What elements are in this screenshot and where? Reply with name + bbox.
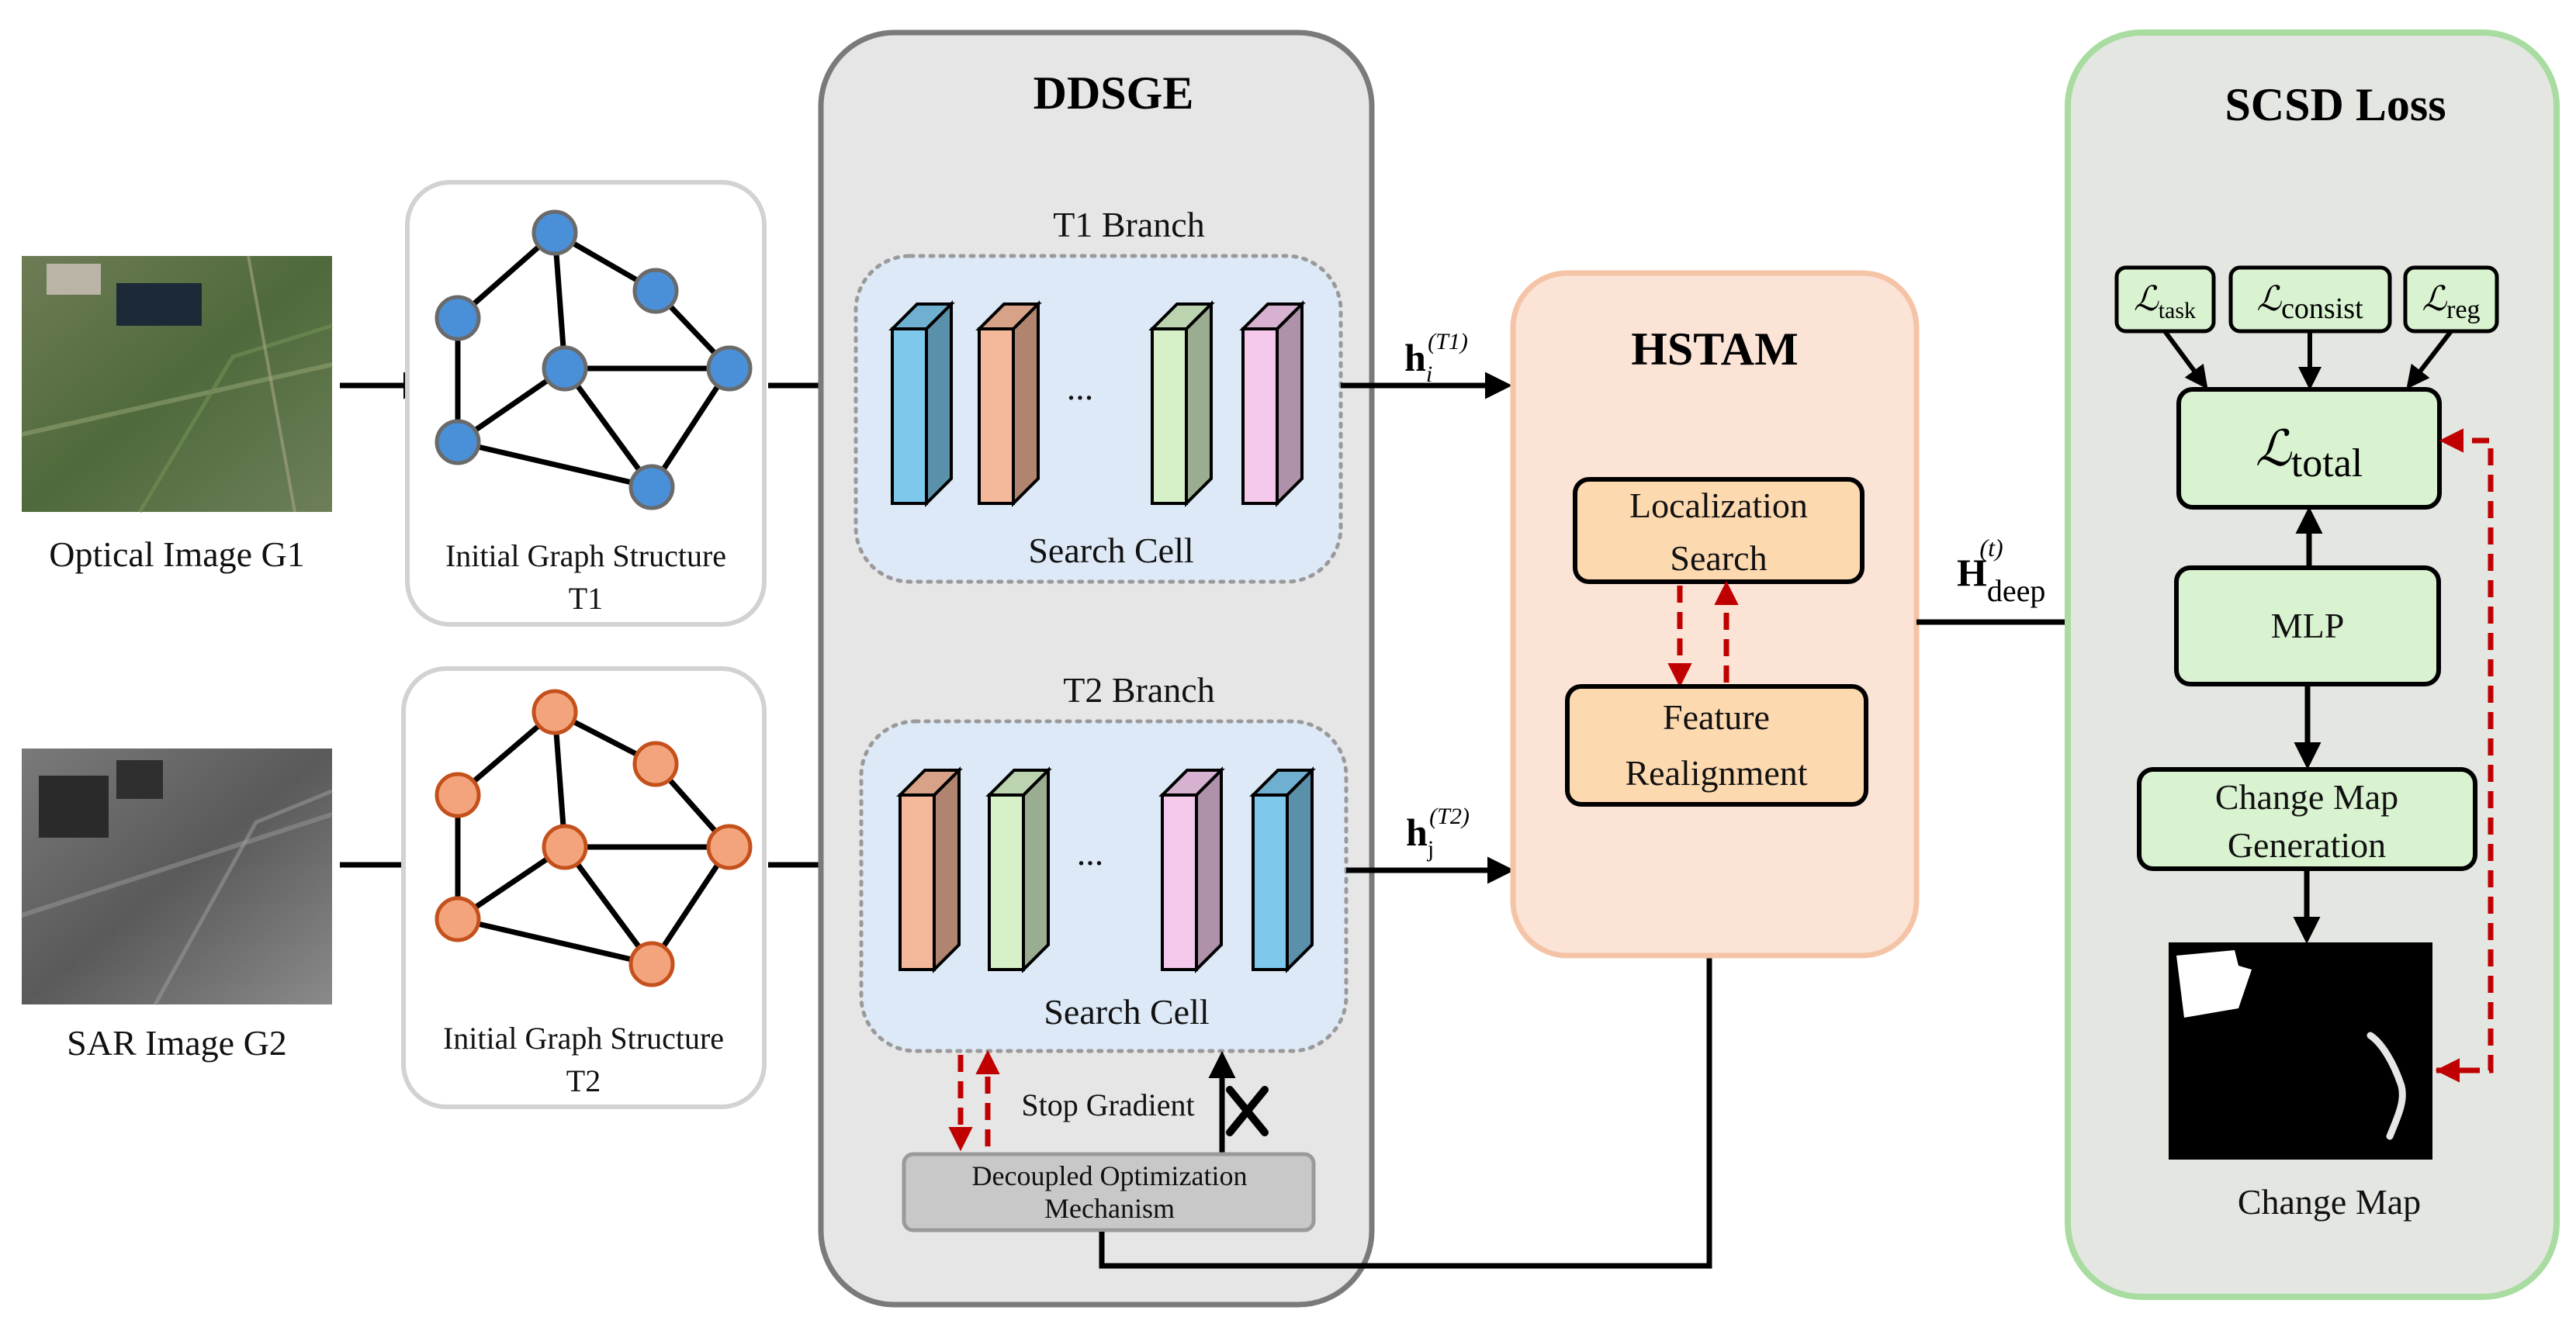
t1-feature-block	[1148, 300, 1215, 507]
optical-image	[21, 255, 333, 513]
scsd-loss-module: SCSD Loss ℒtask ℒconsist ℒreg ℒtotal MLP…	[2065, 29, 2560, 1300]
scsd-title: SCSD Loss	[2225, 79, 2446, 130]
graph2-node	[632, 741, 679, 787]
arrow-reg-to-total	[2406, 330, 2453, 389]
graph1-node	[435, 295, 481, 341]
t2-feature-block	[1158, 766, 1225, 973]
graph-structure-t2: Initial Graph Structure T2	[401, 666, 767, 1109]
loss-total-sub: total	[2291, 441, 2363, 486]
ddsge-title: DDSGE	[1034, 67, 1194, 119]
hstam-title: HSTAM	[1631, 323, 1799, 375]
hi-sup: (T1)	[1428, 329, 1468, 354]
H-sup: (t)	[1979, 534, 2003, 562]
graph2-label-line1: Initial Graph Structure	[443, 1021, 724, 1056]
hstam-module: HSTAM Localization Search Feature Realig…	[1510, 270, 1920, 959]
t1-feature-block	[1239, 300, 1306, 507]
H-deep-label: Hdeep (t)	[1957, 534, 2045, 608]
t1-search-cell-label: Search Cell	[1028, 531, 1193, 570]
graph2-label-line2: T2	[566, 1063, 601, 1098]
t2-branch-box	[859, 719, 1349, 1053]
t2-ellipsis: ...	[1077, 833, 1104, 873]
loss-reg-sub: reg	[2446, 296, 2480, 324]
loss-total-label: ℒtotal	[2256, 421, 2363, 486]
t2-feature-block	[985, 766, 1052, 973]
H-main: H	[1957, 551, 1987, 594]
hj-sub: j	[1427, 836, 1434, 862]
feature-line2: Realignment	[1625, 753, 1807, 793]
feature-realignment-box	[1565, 684, 1868, 807]
graph1-node	[542, 345, 588, 392]
hj-main: h	[1406, 811, 1428, 854]
loss-consist-L: ℒ	[2256, 280, 2282, 318]
t2-feature-block	[1249, 766, 1316, 973]
t2-search-cell-label: Search Cell	[1044, 992, 1209, 1032]
arrow-task-to-total	[2162, 330, 2208, 389]
loss-task-sub: task	[2159, 298, 2196, 323]
hj-sup: (T2)	[1429, 804, 1470, 829]
loss-task-label: ℒtask	[2134, 280, 2196, 323]
graph1-node	[628, 464, 675, 510]
graph1-node	[706, 345, 753, 392]
t1-branch-box	[853, 254, 1343, 584]
change-map-image	[2169, 942, 2432, 1160]
graph2-node	[706, 824, 753, 870]
graph1-node	[632, 268, 679, 314]
graph2-node	[531, 689, 578, 735]
hi-main: h	[1404, 336, 1426, 379]
decoupled-optimization-box	[902, 1152, 1316, 1232]
H-sub: deep	[1987, 573, 2046, 608]
hj-label: hj (T2)	[1406, 804, 1470, 862]
feature-line1: Feature	[1663, 697, 1770, 737]
graph2-node	[435, 896, 481, 942]
graph1-node	[531, 209, 578, 256]
loss-consist-sub: consist	[2281, 292, 2363, 325]
graph-structure-t1: Initial Graph Structure T1	[405, 180, 767, 627]
change-map-label: Change Map	[2238, 1182, 2421, 1222]
hi-sub: i	[1426, 361, 1432, 387]
loss-total-L: ℒ	[2256, 421, 2293, 476]
mlp-box	[2174, 565, 2441, 686]
t1-feature-block	[975, 300, 1042, 507]
graph2-node	[435, 772, 481, 818]
t1-branch-label: T1 Branch	[1053, 205, 1204, 244]
graph1-label-line1: Initial Graph Structure	[445, 538, 726, 573]
change-map-generation-box	[2137, 767, 2477, 871]
localization-line1: Localization	[1629, 486, 1808, 525]
t2-feature-block	[896, 766, 963, 973]
graph2-node	[542, 824, 588, 870]
sar-image-label: SAR Image G2	[67, 1023, 287, 1063]
hi-label: hi (T1)	[1404, 329, 1468, 387]
decoupled-label-line1: Decoupled Optimization	[972, 1160, 1248, 1191]
arrow-decoupled-to-feature-realignment	[1099, 818, 1723, 1269]
t2-branch-label: T2 Branch	[1063, 670, 1214, 710]
change-gen-line1: Change Map	[2215, 777, 2398, 817]
decoupled-label-line2: Mechanism	[1044, 1193, 1175, 1224]
stop-gradient-label: Stop Gradient	[1021, 1087, 1194, 1122]
graph2-node	[628, 941, 675, 987]
graph1-label-line2: T1	[569, 581, 603, 616]
loss-reg-label: ℒreg	[2422, 280, 2480, 324]
optical-image-label: Optical Image G1	[49, 534, 305, 574]
t1-feature-block	[888, 300, 955, 507]
t1-ellipsis: ...	[1067, 368, 1094, 407]
loss-reg-L: ℒ	[2422, 280, 2447, 318]
localization-line2: Search	[1670, 538, 1767, 578]
mlp-label: MLP	[2271, 606, 2345, 645]
change-gen-line2: Generation	[2228, 825, 2386, 865]
loss-task-L: ℒ	[2134, 280, 2159, 318]
sar-image	[21, 748, 333, 1006]
loss-consist-label: ℒconsist	[2256, 280, 2363, 325]
stop-gradient-x-icon	[1226, 1086, 1269, 1136]
ddsge-module: DDSGE T1 Branch ... Search Cell T2 Branc…	[818, 29, 1375, 1308]
graph1-node	[435, 419, 481, 465]
